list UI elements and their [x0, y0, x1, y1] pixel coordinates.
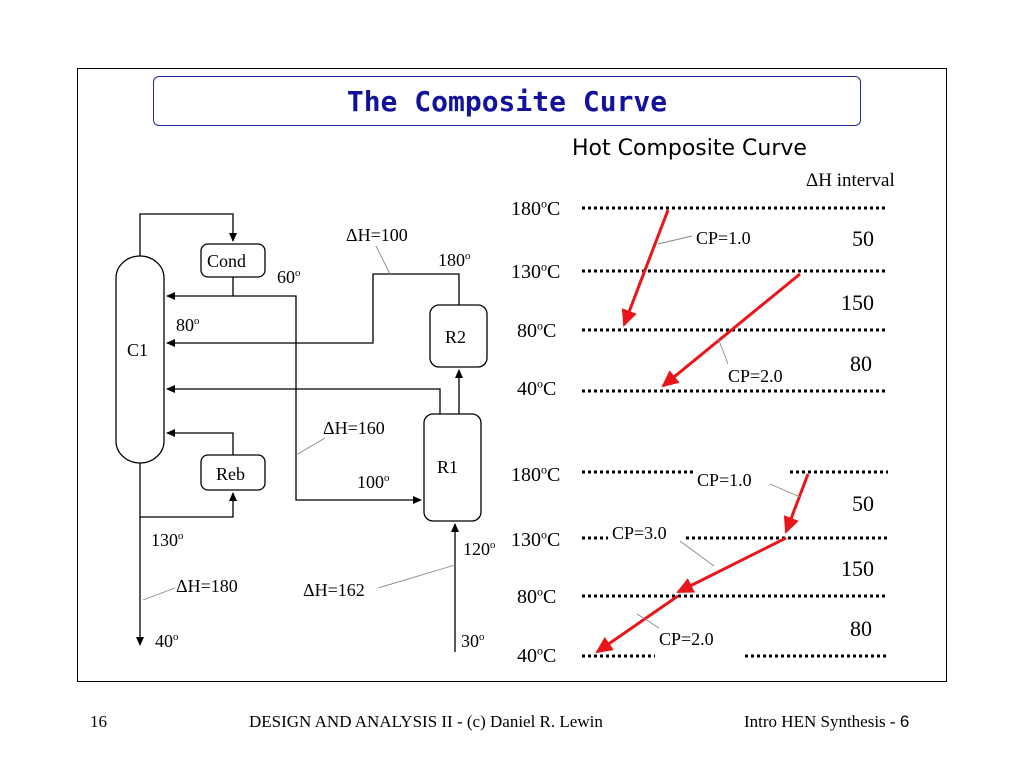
- reboiler-feed-line: [139, 463, 237, 518]
- bottom-chart-arrows: [595, 473, 810, 654]
- reboiler-return-line: [166, 429, 234, 455]
- top-interval-150: 150: [841, 290, 874, 315]
- temp-120-label: 120o: [463, 539, 496, 559]
- top-temp-130: 130oC: [511, 259, 561, 283]
- footer-slide-number: 6: [899, 712, 910, 731]
- temp-60-label: 60o: [277, 267, 301, 287]
- footer-course: DESIGN AND ANALYSIS II - (c) Daniel R. L…: [249, 712, 603, 731]
- dh180-label: ΔH=180: [176, 576, 238, 596]
- hot-composite-subtitle: Hot Composite Curve: [572, 136, 807, 161]
- bottom-cp2-arrow: [595, 594, 679, 654]
- top-temp-80: 80oC: [517, 318, 557, 342]
- bottom-cp3-label: CP=3.0: [612, 523, 667, 543]
- r2-product-line: [166, 273, 460, 347]
- flowsheet: [115, 213, 488, 652]
- reflux-line: [166, 277, 234, 300]
- temp-180-label: 180o: [438, 250, 471, 270]
- dh160-label: ΔH=160: [323, 418, 385, 438]
- top-temp-40: 40oC: [517, 376, 557, 400]
- reactor-r1-label: R1: [437, 457, 459, 477]
- bottom-cp1-arrow: [783, 473, 810, 534]
- reactor-r2-label: R2: [445, 327, 467, 347]
- top-interval-50: 50: [852, 226, 874, 251]
- overhead-line: [139, 213, 237, 256]
- reactor-r1-box: [423, 413, 482, 522]
- r1-product-line: [166, 385, 441, 414]
- bottom-interval-50: 50: [852, 491, 874, 516]
- temp-40-label: 40o: [155, 631, 179, 651]
- top-cp2-arrow: [661, 272, 801, 388]
- bottom-cp3-arrow: [676, 536, 787, 594]
- top-chart-leaders: [657, 235, 729, 365]
- bottom-interval-80: 80: [850, 616, 872, 641]
- dh100-label: ΔH=100: [346, 225, 408, 245]
- bottom-cp1-label: CP=1.0: [697, 470, 752, 490]
- reboiler-label: Reb: [216, 464, 245, 484]
- bottom-cp2-label: CP=2.0: [659, 629, 714, 649]
- top-interval-80: 80: [850, 351, 872, 376]
- column-c1-label: C1: [127, 340, 149, 360]
- slide-frame: [77, 68, 947, 682]
- temp-100-label: 100o: [357, 472, 390, 492]
- bottom-temp-80: 80oC: [517, 584, 557, 608]
- footer-topic: Intro HEN Synthesis - 6: [744, 712, 910, 731]
- top-cp1-arrow: [621, 209, 670, 327]
- bottom-temp-130: 130oC: [511, 527, 561, 551]
- top-cp2-label: CP=2.0: [728, 366, 783, 386]
- bottom-temp-40: 40oC: [517, 643, 557, 667]
- distillate-line: [233, 295, 422, 504]
- leader-lines: [142, 245, 456, 601]
- bottom-chart-leaders: [636, 483, 801, 629]
- top-chart: [582, 206, 888, 393]
- dh-interval-label: ΔH interval: [806, 170, 895, 191]
- bottom-temp-180: 180oC: [511, 462, 561, 486]
- slide-title: The Composite Curve: [346, 84, 668, 118]
- condenser-label: Cond: [207, 251, 247, 271]
- bottom-interval-150: 150: [841, 556, 874, 581]
- top-cp1-label: CP=1.0: [696, 228, 751, 248]
- footer-page-number: 16: [90, 712, 107, 731]
- bottom-chart: [582, 470, 888, 658]
- top-chart-arrows: [621, 209, 801, 388]
- temp-30-label: 30o: [461, 631, 485, 651]
- top-temp-180: 180oC: [511, 196, 561, 220]
- dh162-label: ΔH=162: [303, 580, 365, 600]
- title-box: The Composite Curve: [153, 76, 861, 126]
- temp-80-label: 80o: [176, 315, 200, 335]
- temp-130-label: 130o: [151, 530, 184, 550]
